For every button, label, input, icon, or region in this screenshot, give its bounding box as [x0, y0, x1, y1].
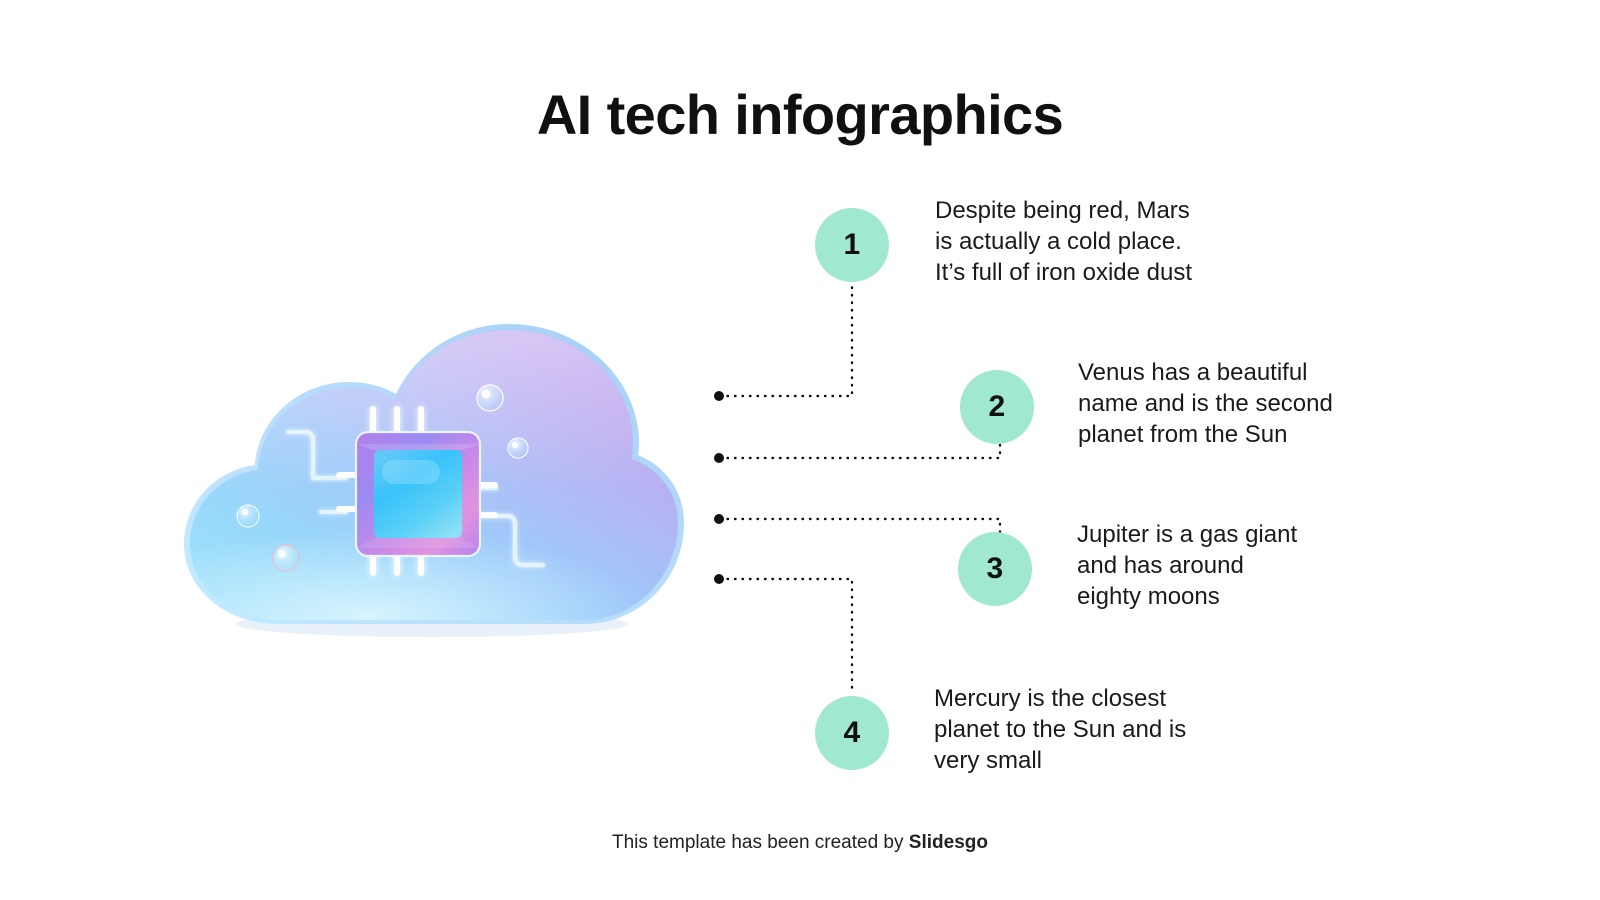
step-description-4: Mercury is the closest planet to the Sun… — [934, 685, 1187, 774]
step-description-3: Jupiter is a gas giant and has around ei… — [1077, 521, 1298, 610]
connector-path-1 — [718, 283, 854, 398]
connector-dot-1 — [714, 391, 724, 401]
connector-dot-4 — [714, 574, 724, 584]
step-description-1: Despite being red, Mars is actually a co… — [935, 197, 1193, 286]
connector-dot-2 — [714, 453, 724, 463]
connector-path-4 — [718, 577, 854, 695]
step-description-2: Venus has a beautiful name and is the se… — [1078, 359, 1333, 448]
step-number-circle-1[interactable]: 1 — [815, 208, 889, 282]
step-number-circle-2[interactable]: 2 — [960, 370, 1034, 444]
footer-credit: This template has been created by Slides… — [0, 832, 1600, 854]
step-number-circle-3[interactable]: 3 — [958, 532, 1032, 606]
cloud-chip-illustration — [160, 320, 684, 640]
step-number-circle-4[interactable]: 4 — [815, 696, 889, 770]
page-title: AI tech infographics — [536, 83, 1064, 146]
connector-path-3 — [718, 517, 1002, 536]
footer-credit-prefix: This template has been created by — [612, 832, 909, 853]
connector-dot-3 — [714, 514, 724, 524]
footer-brand-link[interactable]: Slidesgo — [908, 832, 988, 853]
connector-path-2 — [718, 443, 1002, 460]
